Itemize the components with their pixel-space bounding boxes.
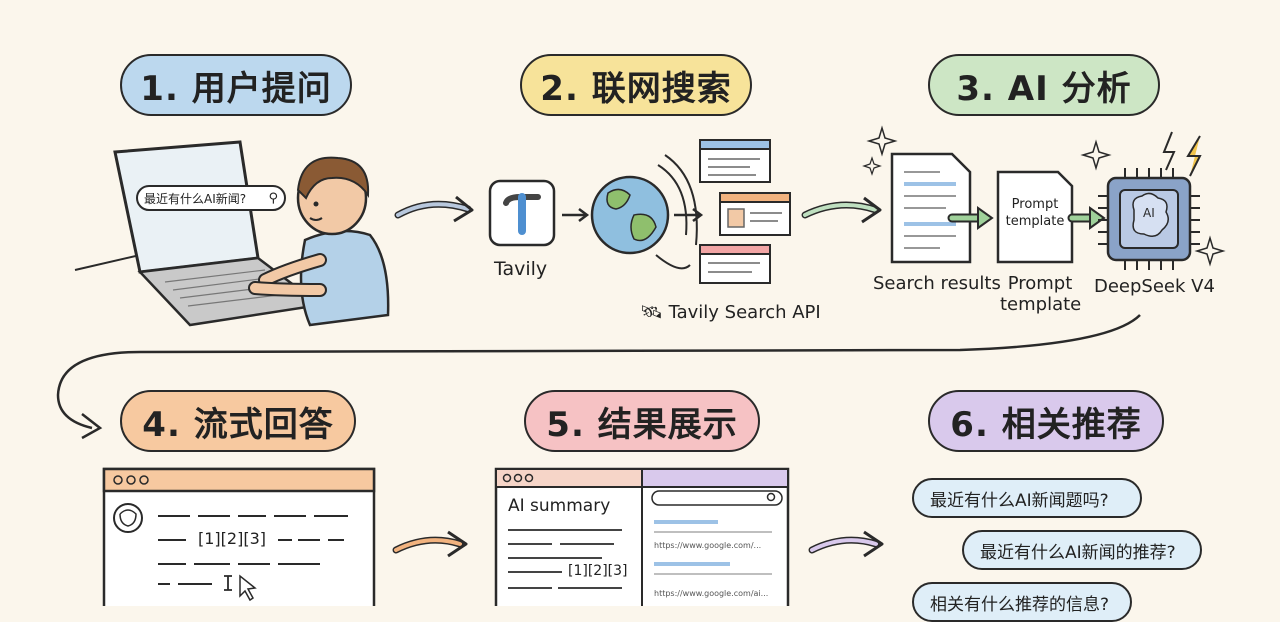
step5-pill: 5. 结果展示 (524, 390, 760, 452)
tavily-api-label: 🛰 Tavily Search API (640, 302, 821, 323)
search-query-text: 最近有什么AI新闻? (144, 191, 247, 206)
ai-analysis-illustration (801, 125, 1226, 270)
prompt-doc-line1: Prompt (1011, 197, 1059, 212)
prompt-label-line2: template (1000, 294, 1082, 315)
tavily-api-text: Tavily Search API (668, 302, 821, 323)
prompt-label-line1: Prompt (1007, 273, 1073, 294)
stream-citations: [1][2][3] (198, 529, 266, 548)
prompt-doc-text: Prompt template (1000, 196, 1070, 230)
related-question-3[interactable]: 相关有什么推荐的信息? (912, 582, 1132, 622)
result-url-2: https://www.google.com/ai... (654, 589, 769, 598)
related-question-2[interactable]: 最近有什么AI新闻的推荐? (962, 530, 1202, 570)
connector-curve (56, 314, 1141, 440)
result-url-1: https://www.google.com/... (654, 541, 762, 550)
step3-pill: 3. AI 分析 (928, 54, 1160, 116)
prompt-doc-line2: template (1005, 214, 1065, 229)
arrow-4-to-5 (392, 530, 468, 558)
result-window (494, 467, 790, 606)
laptop-search-bar: 最近有什么AI新闻? ⚲ (136, 185, 286, 211)
step4-pill: 4. 流式回答 (120, 390, 356, 452)
step6-pill: 6. 相关推荐 (928, 390, 1164, 452)
model-label: DeepSeek V4 (1094, 276, 1215, 297)
satellite-icon: 🛰 (640, 302, 663, 323)
search-results-label: Search results (873, 273, 1001, 294)
search-flow-illustration (394, 139, 791, 284)
search-icon: ⚲ (268, 190, 278, 206)
summary-citations: [1][2][3] (568, 563, 628, 579)
stream-window (102, 467, 376, 606)
arrow-5-to-6 (808, 530, 884, 558)
step1-pill: 1. 用户提问 (120, 54, 352, 116)
ai-summary-title: AI summary (508, 496, 611, 516)
step2-pill: 2. 联网搜索 (520, 54, 752, 116)
related-question-1[interactable]: 最近有什么AI新闻题吗? (912, 478, 1142, 518)
tavily-label: Tavily (494, 258, 548, 280)
chip-ai-text: AI (1143, 206, 1155, 220)
prompt-template-label: Prompt template (1000, 273, 1082, 315)
